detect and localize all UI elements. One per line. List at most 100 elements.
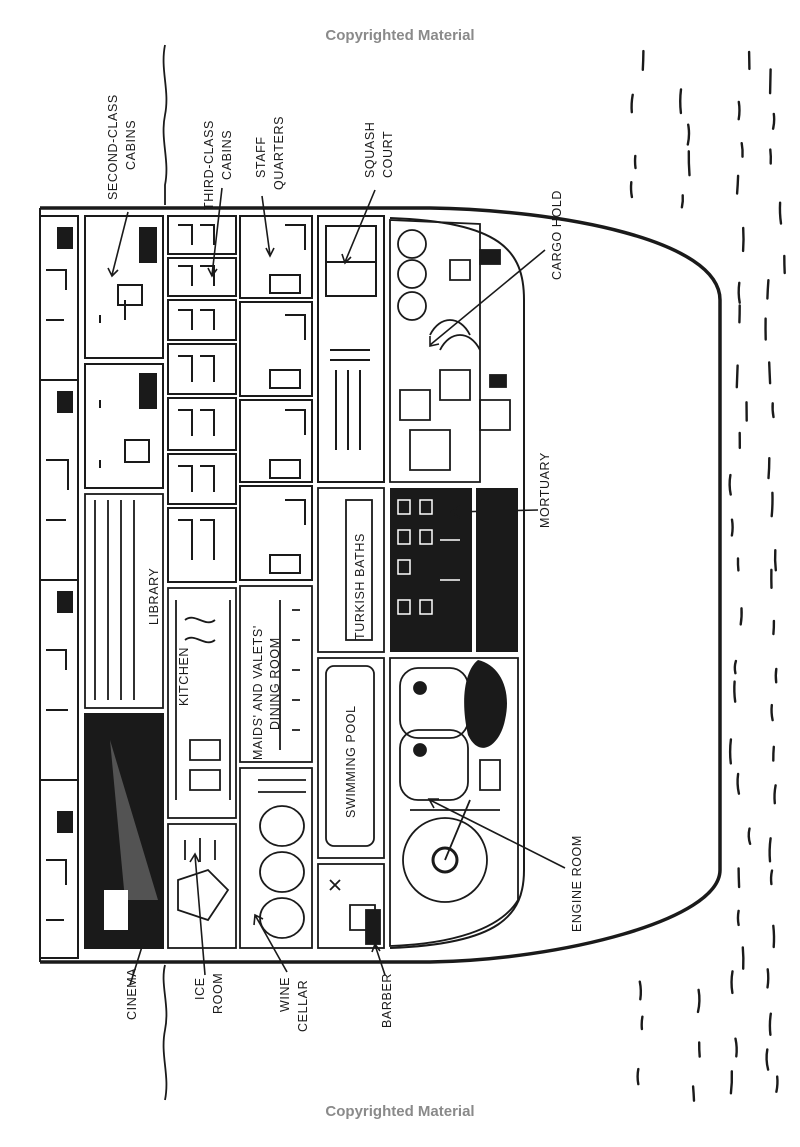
water-stroke [736, 772, 741, 795]
label-arrows [107, 187, 566, 986]
water-stroke [696, 988, 701, 1014]
water-stroke [730, 970, 734, 995]
hull-outline [40, 206, 722, 964]
water-stroke [767, 457, 771, 480]
water-stroke [769, 869, 774, 886]
water-stroke [772, 924, 776, 949]
water-stroke [735, 174, 740, 195]
label-third-class-cabins-1: THIRD-CLASS [202, 120, 216, 210]
water-stroke [775, 1075, 779, 1093]
water-stroke [765, 1048, 770, 1071]
cargo-hold-area [389, 219, 511, 483]
mortuary-room [390, 488, 472, 652]
water-stroke [728, 738, 733, 765]
water-stroke [640, 1015, 644, 1031]
label-barber: BARBER [380, 973, 394, 1028]
label-squash-court-1: SQUASH [363, 122, 377, 178]
library-room [84, 493, 164, 709]
copyright-bottom: Copyrighted Material [325, 1103, 475, 1120]
water-stroke [630, 93, 634, 114]
water-stroke [772, 619, 776, 636]
third-class-cabins-area [167, 215, 237, 583]
swimming-pool-room [317, 657, 385, 859]
water-strokes [629, 49, 786, 1102]
hull-inner [389, 217, 525, 949]
water-stroke [697, 1041, 701, 1058]
water-stroke [747, 827, 752, 845]
label-maids-dining-2: DINING ROOM [268, 637, 282, 730]
staff-quarters-area [239, 215, 313, 581]
label-staff-quarters-2: QUARTERS [272, 116, 286, 190]
barber-room [317, 863, 385, 949]
label-turkish-baths: TURKISH BATHS [353, 533, 367, 640]
water-stroke [773, 549, 777, 572]
label-squash-court-2: COURT [381, 131, 395, 178]
label-cargo-hold: CARGO HOLD [550, 190, 564, 280]
water-stroke [768, 1012, 772, 1036]
label-kitchen: KITCHEN [177, 647, 191, 706]
water-stroke [680, 194, 685, 209]
water-stroke [773, 784, 777, 805]
waterline [162, 44, 168, 1101]
water-stroke [636, 1067, 640, 1086]
water-stroke [739, 607, 743, 626]
water-stroke [772, 745, 775, 762]
water-stroke [741, 946, 745, 970]
label-wine-cellar-2: CELLAR [296, 980, 310, 1032]
mortuary-annex [476, 488, 518, 652]
water-stroke [766, 968, 770, 989]
water-stroke [736, 909, 740, 927]
label-mortuary: MORTUARY [538, 452, 552, 528]
water-stroke [737, 867, 741, 889]
label-second-class-cabins-2: CABINS [124, 120, 138, 170]
squash-court-room [317, 215, 385, 483]
label-ice-room-1: ICE [193, 977, 207, 1000]
water-stroke [734, 1037, 738, 1058]
water-stroke [629, 181, 634, 199]
copyright-top: Copyrighted Material [325, 27, 475, 44]
water-stroke [771, 402, 775, 419]
second-class-cabins-area [84, 215, 164, 489]
water-stroke [735, 364, 739, 389]
label-third-class-cabins-2: CABINS [220, 130, 234, 180]
water-stroke [768, 361, 772, 385]
water-stroke [768, 68, 772, 95]
label-staff-quarters-1: STAFF [254, 136, 268, 178]
water-stroke [733, 659, 738, 675]
maids-valets-dining-room [239, 585, 313, 763]
water-stroke [768, 837, 772, 863]
kitchen-room [167, 587, 237, 819]
water-stroke [740, 142, 744, 158]
water-stroke [686, 123, 691, 146]
water-stroke [641, 49, 645, 71]
water-stroke [728, 473, 732, 496]
water-stroke [733, 680, 737, 703]
label-engine-room: ENGINE ROOM [570, 835, 584, 932]
water-stroke [778, 201, 783, 225]
water-stroke [679, 88, 683, 115]
mortuary-details [397, 499, 460, 615]
water-stroke [687, 150, 691, 177]
label-maids-dining-1: MAIDS' AND VALETS' [251, 625, 265, 760]
water-stroke [638, 980, 643, 1001]
water-stroke [770, 703, 774, 722]
label-ice-room-2: ROOM [211, 973, 225, 1014]
room-labels: SECOND-CLASS CABINS THIRD-CLASS CABINS S… [106, 94, 584, 1032]
label-wine-cellar-1: WINE [278, 977, 292, 1012]
upper-deck-column [39, 215, 79, 959]
water-stroke [691, 1085, 696, 1102]
water-stroke [774, 667, 778, 684]
water-stroke [769, 148, 773, 165]
water-stroke [730, 518, 734, 537]
water-stroke [770, 491, 774, 518]
water-stroke [766, 279, 770, 300]
water-stroke [729, 1070, 734, 1095]
water-stroke [737, 100, 741, 121]
label-swimming-pool: SWIMMING POOL [344, 705, 358, 818]
label-library: LIBRARY [147, 567, 161, 625]
cinema-screen [104, 890, 128, 930]
water-stroke [737, 281, 741, 304]
label-cinema: CINEMA [125, 968, 139, 1020]
engine-room-dark-area [464, 660, 507, 748]
